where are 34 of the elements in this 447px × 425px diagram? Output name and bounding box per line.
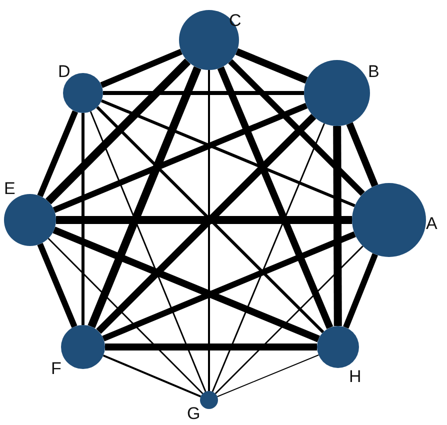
connector-line bbox=[52, 102, 308, 213]
connector-line bbox=[212, 123, 325, 392]
node-label: D bbox=[58, 63, 70, 80]
connector-line bbox=[217, 66, 334, 329]
connector-line bbox=[102, 354, 202, 398]
connector-line bbox=[56, 216, 352, 224]
node-label: G bbox=[187, 405, 200, 422]
connector-line bbox=[37, 242, 78, 328]
node-label: E bbox=[4, 180, 16, 197]
node-label: A bbox=[426, 215, 438, 232]
connector-line bbox=[88, 66, 202, 328]
connector-line bbox=[90, 111, 206, 392]
connector-line bbox=[100, 99, 356, 208]
connector-line bbox=[105, 344, 317, 350]
connector-line bbox=[100, 48, 182, 88]
connector-line bbox=[214, 246, 364, 394]
connector-line bbox=[103, 91, 304, 95]
connector-line bbox=[346, 122, 378, 188]
connector-line bbox=[216, 354, 320, 398]
connector-line bbox=[82, 113, 84, 325]
node-label: B bbox=[368, 63, 380, 80]
connector-line bbox=[235, 48, 308, 84]
connector-line bbox=[333, 126, 342, 326]
connector-line bbox=[208, 70, 210, 391]
connector-line bbox=[102, 231, 356, 342]
connector-line bbox=[228, 59, 365, 196]
connector-line bbox=[45, 58, 191, 204]
node-label: H bbox=[349, 368, 362, 385]
connector-line bbox=[52, 226, 320, 342]
connector-line bbox=[343, 253, 378, 329]
node-label: F bbox=[51, 360, 62, 377]
node-label: C bbox=[229, 12, 242, 29]
connector-line bbox=[37, 110, 78, 198]
connector-line bbox=[48, 238, 204, 394]
